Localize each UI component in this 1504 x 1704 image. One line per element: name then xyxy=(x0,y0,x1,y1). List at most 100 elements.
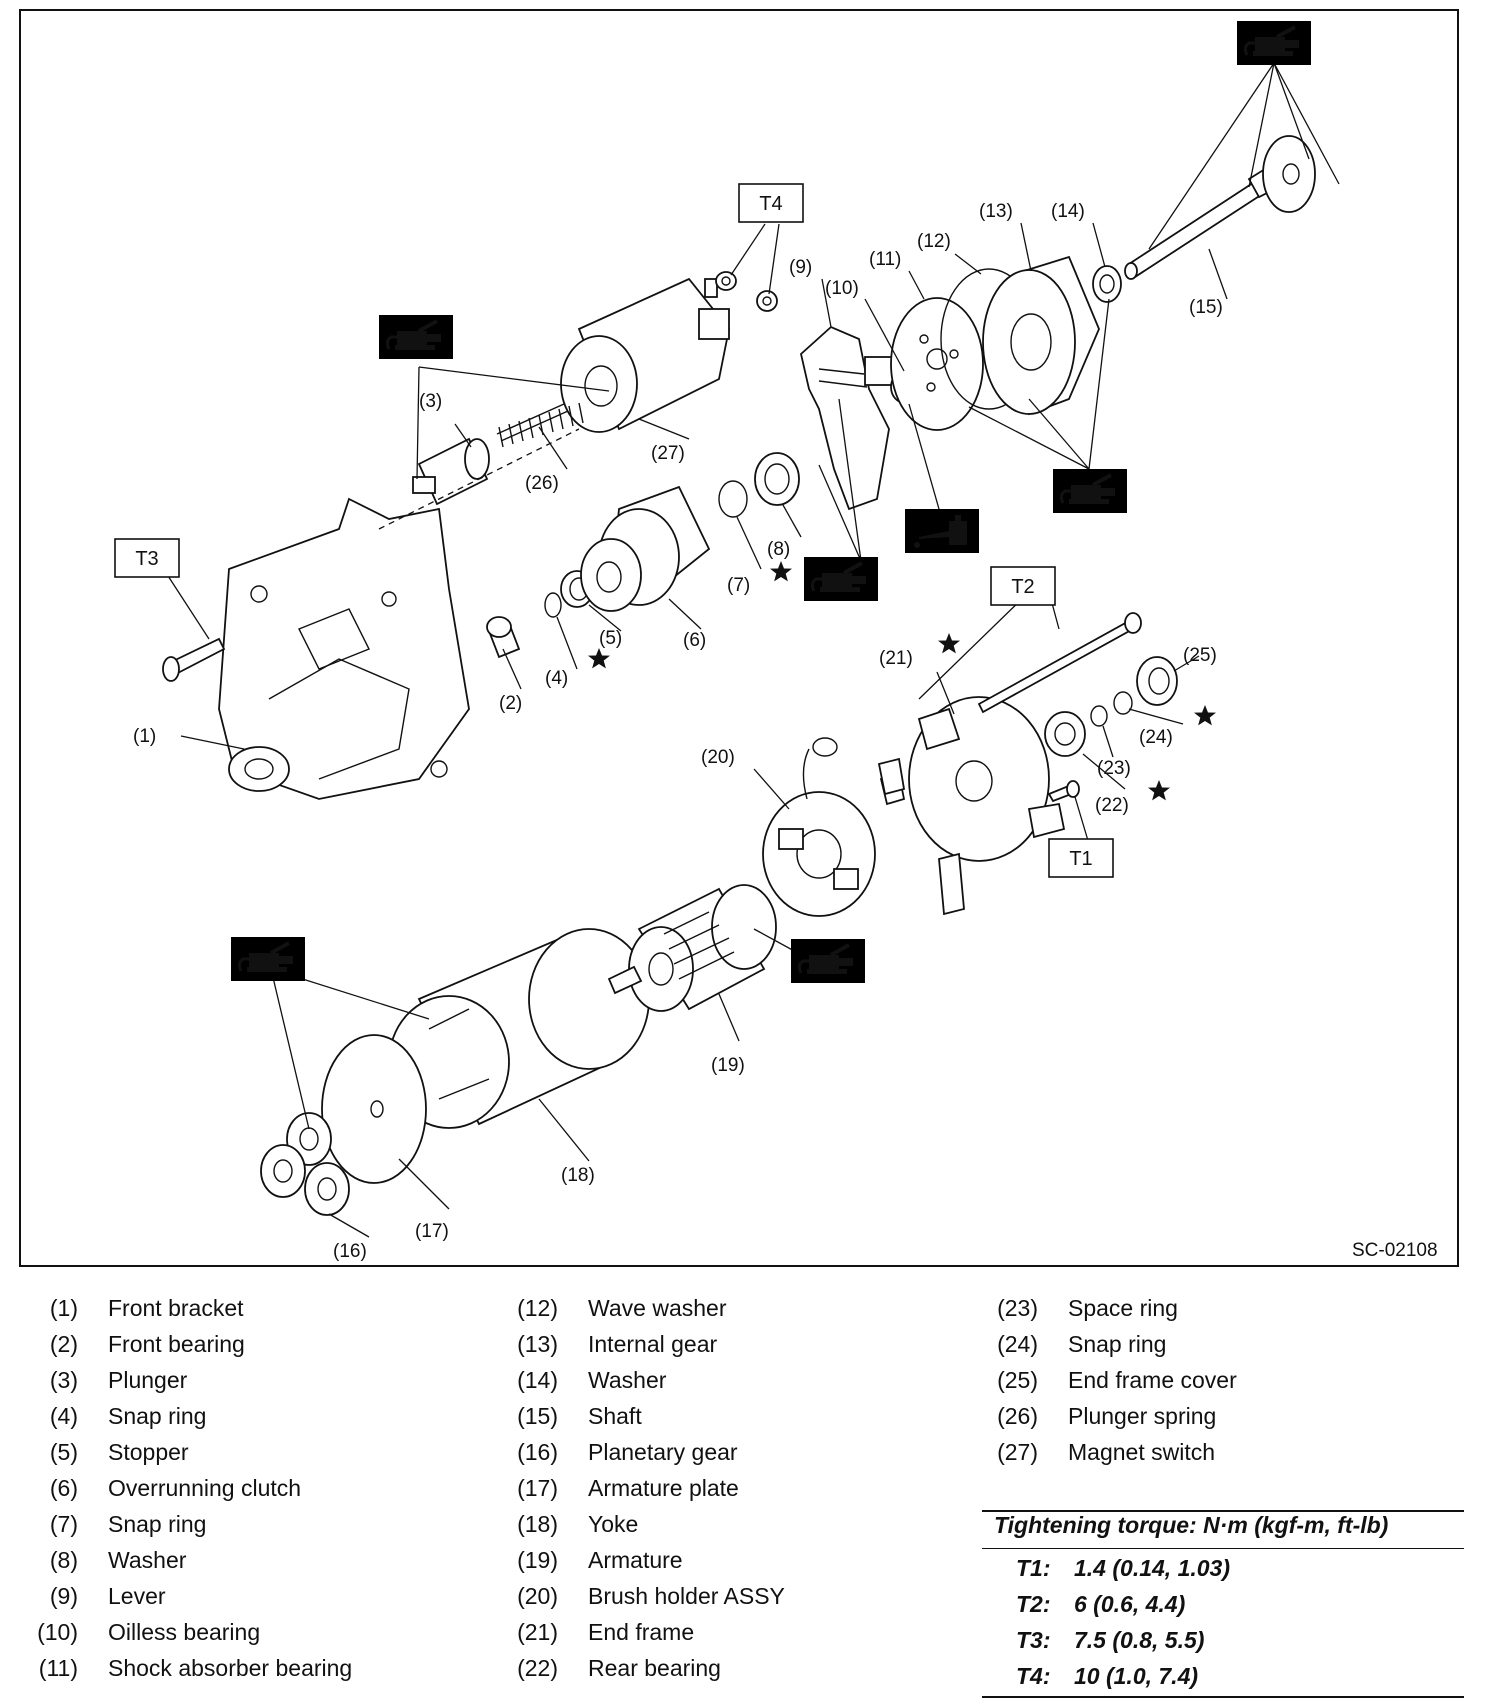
brush-piece xyxy=(938,852,965,916)
legend-item-number: (25) xyxy=(997,1367,1038,1393)
shock-absorber-bearing xyxy=(890,297,984,431)
diagram-code: SC-02108 xyxy=(1352,1240,1438,1261)
torque-box-label: T3 xyxy=(135,548,158,570)
part-label-22: (22) xyxy=(1095,795,1129,816)
part-label-15: (15) xyxy=(1189,297,1223,318)
part-labels: (1) (2) (3) (4) (5) (6) (7) (8) (9) (10)… xyxy=(133,201,1223,1262)
legend-item-name: Stopper xyxy=(108,1439,189,1465)
part-label-17: (17) xyxy=(415,1221,449,1242)
legend-item-number: (21) xyxy=(517,1619,558,1645)
part-label-7: (7) xyxy=(727,575,750,596)
torque-value: 6 (0.6, 4.4) xyxy=(1074,1591,1186,1617)
washer-8 xyxy=(754,452,800,506)
legend-item-number: (2) xyxy=(49,1331,78,1357)
torque-box-label: T4 xyxy=(759,193,782,215)
grease-gun-icon xyxy=(229,935,307,983)
torque-key: T2: xyxy=(1016,1591,1051,1617)
star-icon xyxy=(938,633,960,654)
plunger xyxy=(412,437,490,506)
legend-item-name: Lever xyxy=(108,1583,166,1609)
torque-header: Tightening torque: N·m (kgf-m, ft-lb) xyxy=(994,1512,1389,1538)
rear-bearing xyxy=(1044,711,1086,757)
torque-rule xyxy=(982,1548,1464,1549)
legend-item-name: Shaft xyxy=(588,1403,642,1429)
brush-holder-assy xyxy=(762,737,876,917)
legend-item-name: Plunger spring xyxy=(1068,1403,1217,1429)
legend-item-name: Oilless bearing xyxy=(108,1619,261,1645)
legend-item-name: Washer xyxy=(108,1547,187,1573)
shaft xyxy=(1124,135,1316,280)
legend-item-number: (26) xyxy=(997,1403,1038,1429)
legend-item-name: End frame xyxy=(588,1619,695,1645)
legend-item-name: Washer xyxy=(588,1367,667,1393)
star-icon xyxy=(1148,780,1170,801)
screw-t1 xyxy=(1047,780,1080,803)
part-label-16: (16) xyxy=(333,1241,367,1262)
torque-value: 1.4 (0.14, 1.03) xyxy=(1074,1555,1230,1581)
legend-item-name: Space ring xyxy=(1068,1295,1178,1321)
legend-item-name: Front bracket xyxy=(108,1295,244,1321)
part-label-13: (13) xyxy=(979,201,1013,222)
space-ring xyxy=(1090,705,1108,727)
parts-legend: (1)Front bracket(2)Front bearing(3)Plung… xyxy=(0,1290,1504,1704)
grease-gun-icon xyxy=(802,555,880,603)
torque-key: T1: xyxy=(1016,1555,1051,1581)
legend-item-number: (15) xyxy=(517,1403,558,1429)
part-label-8: (8) xyxy=(767,539,790,560)
oil-can-icon xyxy=(905,509,979,553)
part-label-11: (11) xyxy=(869,249,901,270)
legend-item-number: (22) xyxy=(517,1655,558,1681)
part-label-9: (9) xyxy=(789,257,812,278)
legend-item-name: Internal gear xyxy=(588,1331,718,1357)
torque-key: T3: xyxy=(1016,1627,1051,1653)
overrunning-clutch xyxy=(580,485,711,612)
star-icon xyxy=(588,648,610,669)
legend-item-name: Snap ring xyxy=(1068,1331,1167,1357)
part-label-5: (5) xyxy=(599,628,622,649)
part-label-24: (24) xyxy=(1139,727,1173,748)
legend-item-number: (3) xyxy=(49,1367,78,1393)
legend-item-number: (7) xyxy=(49,1511,78,1537)
part-label-2: (2) xyxy=(499,693,522,714)
legend-item-number: (27) xyxy=(997,1439,1038,1465)
armature-plate xyxy=(321,1034,427,1184)
legend-item-number: (23) xyxy=(997,1295,1038,1321)
planetary-gears xyxy=(260,1112,350,1216)
legend-item-name: Plunger xyxy=(108,1367,188,1393)
legend-item-name: Magnet switch xyxy=(1068,1439,1216,1465)
legend-item-number: (10) xyxy=(37,1619,78,1645)
snap-ring-24 xyxy=(1113,691,1133,715)
legend-item-name: Rear bearing xyxy=(588,1655,721,1681)
part-label-4: (4) xyxy=(545,668,568,689)
legend-item-name: End frame cover xyxy=(1068,1367,1237,1393)
legend-item-number: (17) xyxy=(517,1475,558,1501)
nut-t4-b xyxy=(756,290,778,312)
part-label-6: (6) xyxy=(683,630,706,651)
torque-box-label: T1 xyxy=(1069,848,1092,870)
legend-item-number: (4) xyxy=(49,1403,78,1429)
part-label-20: (20) xyxy=(701,747,735,768)
legend-item-name: Wave washer xyxy=(588,1295,727,1321)
part-label-19: (19) xyxy=(711,1055,745,1076)
grease-gun-icon xyxy=(1051,467,1129,515)
washer-14 xyxy=(1092,265,1122,303)
through-bolt-t2 xyxy=(977,612,1142,714)
nut-t4-a xyxy=(715,271,737,291)
star-icon xyxy=(1194,705,1216,726)
legend-item-name: Yoke xyxy=(588,1511,639,1537)
part-label-26: (26) xyxy=(525,473,559,494)
legend-item-number: (13) xyxy=(517,1331,558,1357)
part-label-27: (27) xyxy=(651,443,685,464)
legend-item-number: (6) xyxy=(49,1475,78,1501)
legend-item-number: (5) xyxy=(49,1439,78,1465)
part-label-1: (1) xyxy=(133,726,156,747)
torque-key: T4: xyxy=(1016,1663,1051,1689)
grease-gun-icon xyxy=(1235,19,1313,67)
part-label-14: (14) xyxy=(1051,201,1085,222)
star-icon xyxy=(770,561,792,582)
plunger-spring xyxy=(496,402,584,448)
torque-value: 10 (1.0, 7.4) xyxy=(1074,1663,1199,1689)
legend-item-number: (24) xyxy=(997,1331,1038,1357)
legend-item-number: (1) xyxy=(49,1295,78,1321)
grease-gun-icon xyxy=(377,313,455,361)
